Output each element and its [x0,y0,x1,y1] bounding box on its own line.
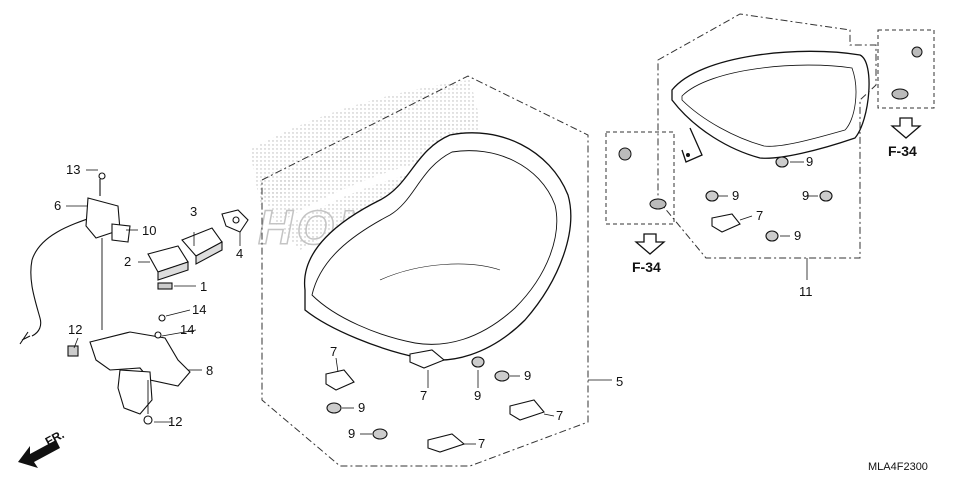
relay-unit [181,227,223,265]
callout-9-a: 9 [358,400,365,415]
callout-12-upper: 12 [68,322,82,337]
callout-7-a: 7 [330,344,337,359]
pillion-seat [671,50,870,163]
ref-label-left: F-34 [632,259,661,275]
callout-2: 2 [124,254,131,269]
callout-9-h: 9 [794,228,801,243]
callout-7-b: 7 [420,388,427,403]
callout-14-lower: 14 [180,322,194,337]
callout-7-c: 7 [556,408,563,423]
ref-label-right: F-34 [888,143,917,159]
main-seat-group-frame [261,75,589,467]
callout-9-b: 9 [348,426,355,441]
callout-9-c: 9 [474,388,481,403]
drawing-code: MLA4F2300 [868,461,928,473]
callout-9-d: 9 [524,368,531,383]
callout-1: 1 [200,279,207,294]
callout-7-e: 7 [756,208,763,223]
bracket-clip [221,209,249,233]
grommet-9-icons [326,156,833,440]
callout-11: 11 [799,284,813,299]
leader-lines [66,161,818,445]
pillion-seat-group-frame [657,13,877,259]
callout-9-e: 9 [806,154,813,169]
front-direction-arrow-icon [18,440,60,468]
cable-assembly [19,172,131,345]
ref-arrow-icons [634,117,922,255]
callout-5: 5 [616,374,623,389]
callout-8: 8 [206,363,213,378]
cushion-pad-icons [325,213,741,453]
callout-3: 3 [190,204,197,219]
callout-4: 4 [236,246,243,261]
ecu-module [147,245,189,290]
callout-14-upper: 14 [192,302,206,317]
callout-9-f: 9 [732,188,739,203]
callout-10: 10 [142,223,156,238]
callout-6: 6 [54,198,61,213]
callouts: 13 6 10 3 4 2 1 14 14 12 8 12 5 11 7 7 7… [54,154,813,451]
callout-9-g: 9 [802,188,809,203]
lower-bracket [67,238,191,425]
ref-box-right [877,29,935,109]
callout-12-lower: 12 [168,414,182,429]
grommet-icons [618,46,923,210]
callout-7-d: 7 [478,436,485,451]
callout-13: 13 [66,162,80,177]
ref-box-left [605,131,675,225]
